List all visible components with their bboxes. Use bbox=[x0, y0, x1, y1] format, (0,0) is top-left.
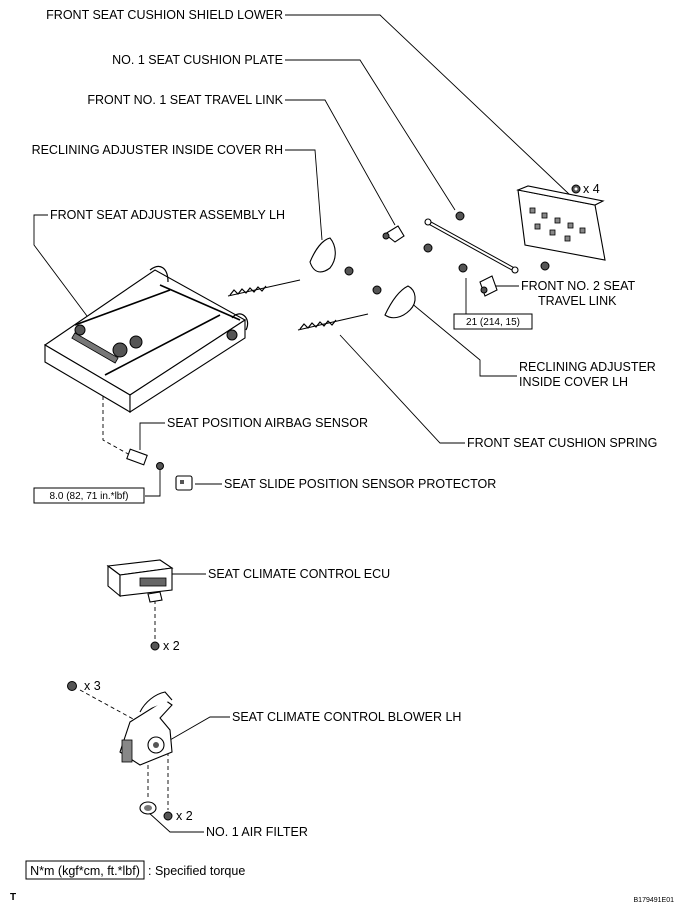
travel-link-2-part bbox=[479, 275, 498, 297]
shield-nut-icon bbox=[571, 184, 581, 194]
label-cushion-shield-lower: FRONT SEAT CUSHION SHIELD LOWER bbox=[46, 8, 283, 22]
leader-air-filter bbox=[147, 811, 204, 833]
label-airbag-sensor: SEAT POSITION AIRBAG SENSOR bbox=[167, 416, 368, 430]
label-recliner-cover-lh-l2: INSIDE COVER LH bbox=[519, 375, 628, 389]
climate-ecu-part bbox=[106, 559, 174, 603]
air-filter-part bbox=[139, 801, 157, 815]
label-travel-link-1: FRONT NO. 1 SEAT TRAVEL LINK bbox=[87, 93, 283, 107]
leader-airbag-sensor bbox=[139, 422, 165, 450]
footer-left-mark: T bbox=[10, 892, 16, 903]
label-travel-link-2-l1: FRONT NO. 2 SEAT bbox=[521, 279, 636, 293]
label-travel-link-2-l2: TRAVEL LINK bbox=[538, 294, 617, 308]
recliner-cover-rh-part bbox=[309, 237, 354, 276]
legend-description: : Specified torque bbox=[148, 864, 245, 878]
leader-climate-blower bbox=[169, 716, 230, 741]
cushion-spring-part bbox=[227, 279, 369, 331]
bolt-icon bbox=[423, 211, 550, 273]
blower-bolt-icon bbox=[67, 681, 173, 821]
torque-airbag-sensor: 8.0 (82, 71 in.*lbf) bbox=[50, 491, 129, 502]
seat-adjuster-assembly-part bbox=[43, 265, 249, 414]
slide-protector-part bbox=[175, 475, 193, 491]
qty-blower-bolts-bottom: x 2 bbox=[176, 809, 193, 823]
leader-travel-link-1 bbox=[285, 99, 396, 226]
label-recliner-cover-rh: RECLINING ADJUSTER INSIDE COVER RH bbox=[32, 143, 283, 157]
label-climate-blower: SEAT CLIMATE CONTROL BLOWER LH bbox=[232, 710, 461, 724]
label-slide-protector: SEAT SLIDE POSITION SENSOR PROTECTOR bbox=[224, 477, 496, 491]
leader-torque-80 bbox=[145, 470, 161, 497]
footer-figure-id: B179491E01 bbox=[634, 897, 675, 904]
label-air-filter: NO. 1 AIR FILTER bbox=[206, 825, 308, 839]
label-cushion-spring: FRONT SEAT CUSHION SPRING bbox=[467, 436, 657, 450]
install-line-blower-top bbox=[79, 689, 136, 721]
torque-box-travel-link bbox=[453, 313, 533, 330]
install-line-sensor bbox=[102, 340, 131, 456]
recliner-cover-lh-part bbox=[372, 285, 416, 319]
label-recliner-cover-lh-l1: RECLINING ADJUSTER bbox=[519, 360, 656, 374]
travel-link-1-part bbox=[382, 225, 405, 243]
leader-cushion-spring bbox=[339, 334, 465, 444]
qty-shield-nuts: x 4 bbox=[583, 182, 600, 196]
qty-blower-bolts-top: x 3 bbox=[84, 679, 101, 693]
airbag-sensor-part bbox=[126, 448, 164, 470]
label-adjuster-assy-lh: FRONT SEAT ADJUSTER ASSEMBLY LH bbox=[50, 208, 285, 222]
torque-box-airbag-sensor bbox=[33, 487, 145, 504]
leader-recliner-lh bbox=[409, 301, 517, 377]
ecu-bolt-icon bbox=[150, 641, 160, 651]
leader-cushion-shield bbox=[285, 14, 571, 196]
qty-ecu-bolts: x 2 bbox=[163, 639, 180, 653]
leader-adjuster-assy bbox=[33, 214, 91, 321]
cushion-plate-part bbox=[424, 218, 519, 274]
cushion-shield-lower-part bbox=[516, 185, 606, 261]
label-climate-ecu: SEAT CLIMATE CONTROL ECU bbox=[208, 567, 390, 581]
leader-cushion-plate bbox=[285, 59, 456, 211]
climate-blower-part bbox=[119, 691, 173, 766]
label-cushion-plate: NO. 1 SEAT CUSHION PLATE bbox=[112, 53, 283, 67]
torque-travel-link: 21 (214, 15) bbox=[466, 317, 520, 328]
leader-recliner-rh bbox=[285, 149, 323, 241]
legend-torque-box bbox=[25, 860, 145, 880]
legend-torque-unit: N*m (kgf*cm, ft.*lbf) bbox=[30, 864, 140, 878]
